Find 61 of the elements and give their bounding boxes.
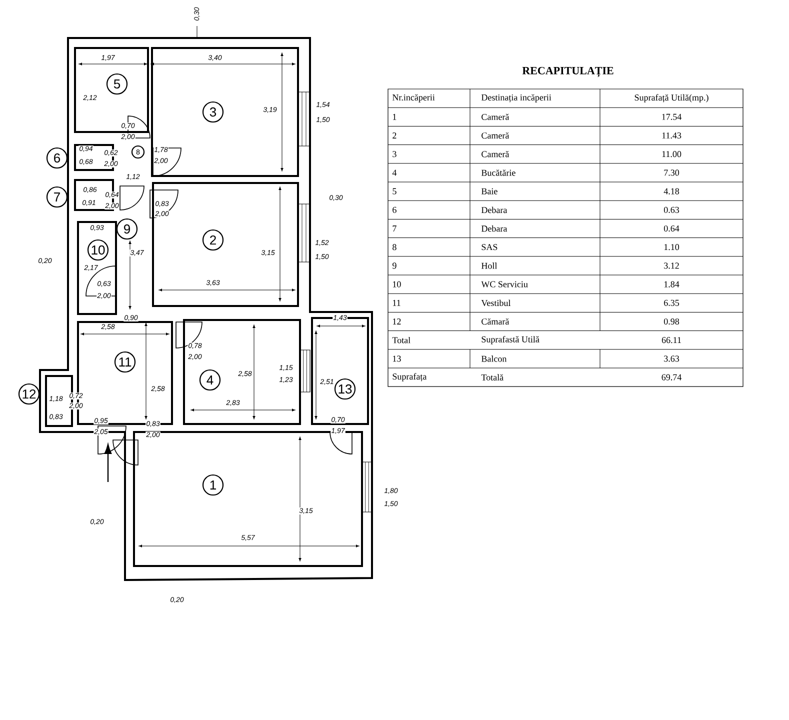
table-cell: Suprafață Utilă(mp.) (634, 94, 708, 102)
table-cell: Cameră (482, 150, 510, 158)
table-cell: 1.10 (664, 244, 680, 250)
room-number: 6 (46, 147, 68, 169)
table-cell: 69.74 (662, 374, 682, 380)
table-cell: 1 (393, 114, 396, 120)
table-cell: 13 (393, 356, 401, 362)
room-number: 10 (87, 239, 109, 261)
table-cell: 66.11 (662, 337, 681, 344)
table-cell: 7 (392, 226, 396, 232)
table-cell: 7.30 (664, 170, 680, 176)
table-cell: 17.54 (662, 114, 682, 120)
table-cell: Totală (481, 374, 504, 380)
table-cell: 5 (392, 188, 396, 194)
table-cell: 9 (392, 262, 396, 269)
table-cell: 11.00 (662, 151, 682, 158)
table-cell: Destinația incăperii (481, 94, 552, 102)
table-cell: 12 (393, 318, 401, 324)
table-cell: 6.35 (664, 300, 680, 306)
table-cell: 11.43 (662, 132, 682, 139)
table-cell: Nr.incăperii (392, 94, 435, 102)
room-number: 4 (199, 369, 221, 391)
table-cell: 6 (392, 206, 396, 213)
table-cell: Cameră (482, 132, 510, 139)
table-cell: Holl (481, 262, 498, 269)
table-cell: 3.12 (664, 262, 679, 269)
room-number: 2 (202, 229, 224, 251)
table-cell: 4.18 (664, 188, 680, 194)
table-cell: 3.63 (664, 356, 680, 362)
table-cell: Balcon (481, 356, 507, 362)
table-cell: Suprafața (392, 373, 427, 382)
table-cell: Debara (481, 225, 508, 232)
table-cell: 2 (392, 132, 396, 138)
table-cell: 11 (393, 300, 400, 306)
table-cell: 0.64 (664, 225, 680, 232)
table-cell: WC Serviciu (481, 281, 528, 288)
table-cell: 10 (393, 281, 401, 288)
room-number: 12 (18, 383, 40, 405)
table-cell: 4 (392, 170, 397, 176)
room-number: 3 (202, 101, 224, 123)
room-number: 9 (116, 218, 138, 240)
table-cell: Cămară (482, 318, 510, 325)
table-cell: Baie (481, 188, 498, 194)
table-cell: Vestibul (481, 300, 511, 306)
table-cell: 8 (392, 244, 396, 250)
table-cell: Bucătărie (481, 170, 516, 176)
table-cell: 1.84 (664, 281, 680, 288)
table-title: RECAPITULAȚIE (522, 66, 614, 78)
table-cell: 0.98 (664, 318, 680, 325)
room-number: 1 (202, 474, 224, 496)
room-number: 5 (106, 73, 128, 95)
table-cell: Total (392, 336, 410, 344)
room-number: 11 (114, 351, 136, 373)
table-cell: SAS (482, 244, 498, 250)
table-cell: Suprafastă Utilă (482, 336, 540, 344)
table-cell: 0.63 (664, 206, 680, 213)
table-cell: Debara (481, 206, 508, 214)
room-number: 7 (46, 186, 68, 208)
table-cell: Cameră (482, 114, 510, 120)
table-cell: 3 (392, 151, 396, 158)
room-number: 13 (334, 378, 356, 400)
